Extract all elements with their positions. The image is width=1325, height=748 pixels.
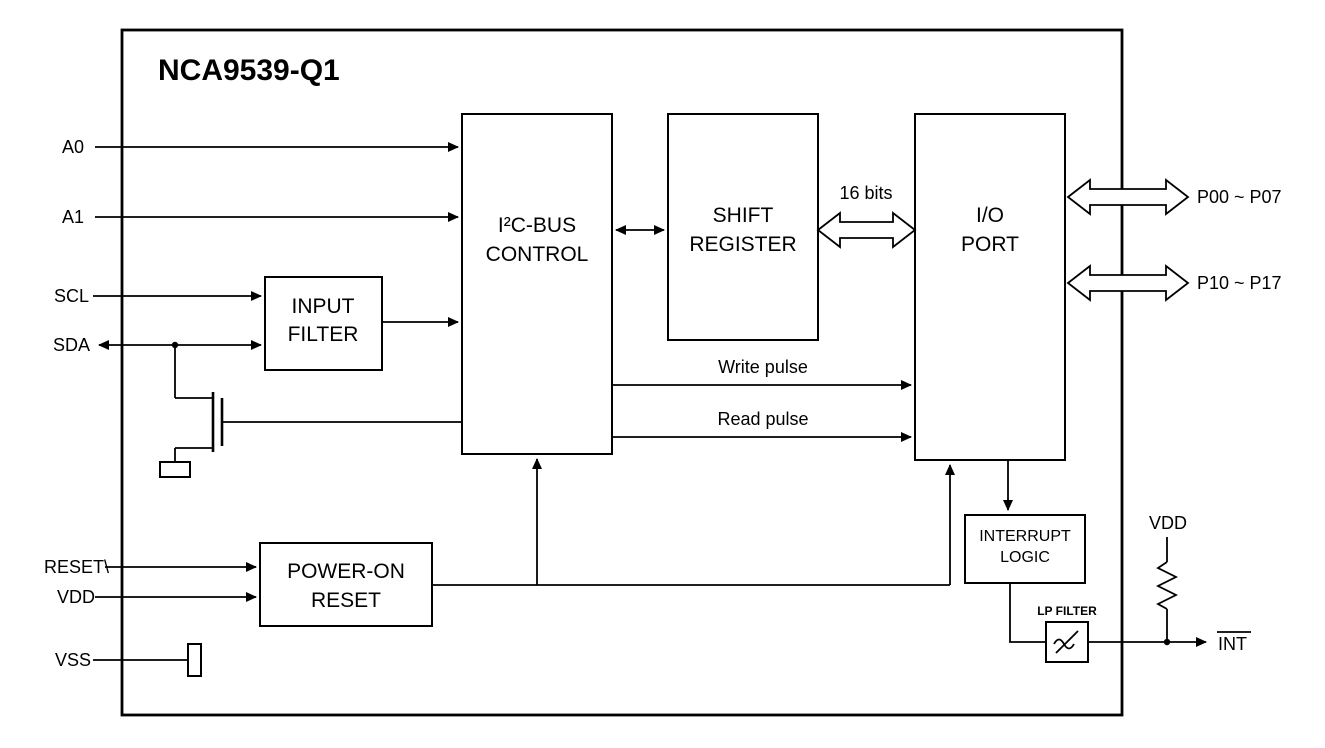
port-arrow-p10-p17 xyxy=(1066,264,1190,302)
input-filter-label-1: INPUT xyxy=(292,295,355,318)
pin-label-p00-p07: P00 ~ P07 xyxy=(1197,187,1282,207)
write-pulse-label: Write pulse xyxy=(718,357,808,377)
io-label-1: I/O xyxy=(976,204,1004,227)
shift-register-block xyxy=(667,113,819,341)
power-on-reset-block xyxy=(259,542,433,627)
bus-arrow-16bits xyxy=(816,211,917,249)
pullup-resistor-icon xyxy=(1155,561,1179,610)
port-arrow-p00-p07 xyxy=(1066,178,1190,216)
shift-label-2: REGISTER xyxy=(689,233,796,256)
io-label-2: PORT xyxy=(961,233,1019,256)
sda-mosfet xyxy=(159,345,462,478)
mosfet-ground-pad xyxy=(159,461,191,478)
pin-label-scl: SCL xyxy=(54,286,89,306)
lp-filter-label: LP FILTER xyxy=(1037,604,1097,618)
chip-boundary xyxy=(120,28,1124,717)
read-pulse-label: Read pulse xyxy=(717,409,808,429)
vss-pad xyxy=(187,643,202,677)
lp-filter-slash xyxy=(1055,630,1079,654)
interrupt-label-2: LOGIC xyxy=(1000,549,1050,566)
pin-label-sda: SDA xyxy=(53,335,90,355)
i2c-label-2: CONTROL xyxy=(486,243,589,266)
interrupt-label-1: INTERRUPT xyxy=(979,528,1071,545)
input-filter-label-2: FILTER xyxy=(288,323,359,346)
interrupt-logic-block xyxy=(964,514,1086,584)
input-filter-block xyxy=(264,276,383,371)
wire-interrupt-to-lpfilter xyxy=(1009,583,1046,643)
i2c-label-1: I²C-BUS xyxy=(498,214,576,237)
pin-label-a1: A1 xyxy=(62,207,84,227)
por-label-2: RESET xyxy=(311,589,381,612)
pin-label-reset: RESET\ xyxy=(44,557,109,577)
pin-label-vdd-left: VDD xyxy=(57,587,95,607)
pin-label-vdd-right: VDD xyxy=(1149,513,1187,533)
lp-filter-symbol-icon xyxy=(1053,630,1079,654)
io-port-block xyxy=(914,113,1066,461)
pin-label-int: INT xyxy=(1218,634,1247,654)
pin-label-p10-p17: P10 ~ P17 xyxy=(1197,273,1282,293)
pin-label-vss: VSS xyxy=(55,650,91,670)
chip-title: NCA9539-Q1 xyxy=(158,54,340,87)
i2c-bus-control-block xyxy=(461,113,613,455)
shift-label-1: SHIFT xyxy=(713,204,774,227)
por-label-1: POWER-ON xyxy=(287,560,405,583)
bus-16bits-label: 16 bits xyxy=(839,183,892,203)
pin-label-a0: A0 xyxy=(62,137,84,157)
